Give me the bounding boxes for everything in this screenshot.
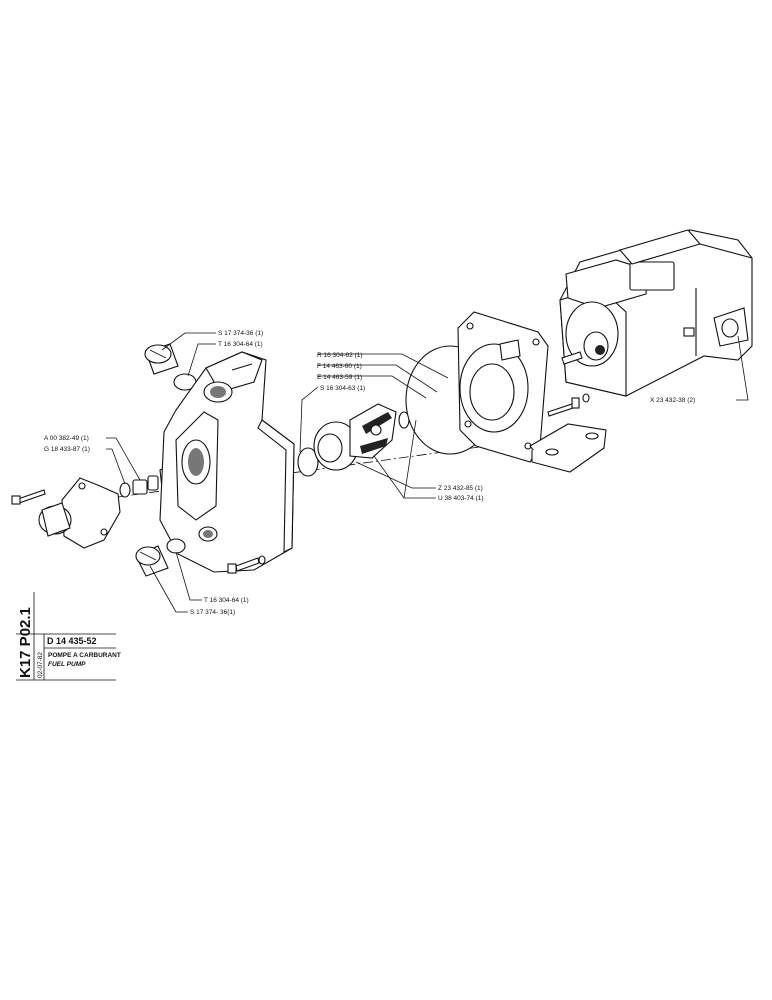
- callout-t-top: T 16 304-64 (1): [218, 341, 263, 348]
- bracket-housing-drawing: [457, 311, 607, 473]
- callout-t-bot: T 16 304-64 (1): [204, 597, 249, 604]
- o-ring-drawing: [297, 447, 319, 477]
- callout-e: E 14 463-59 (1): [317, 374, 362, 381]
- title-french: POMPE A CARBURANT: [48, 652, 121, 659]
- drawing-number: D 14 435-52: [47, 636, 97, 646]
- pump-body-drawing: [159, 351, 295, 573]
- callout-z: Z 23 432-85 (1): [438, 485, 483, 492]
- top-plug-drawing: [144, 343, 197, 391]
- sheet-code: K17 P02.1: [17, 607, 34, 678]
- callout-a: A 00 382-49 (1): [44, 435, 89, 442]
- title-block: K17 P02.1 02-07-82 D 14 435-52 POMPE A C…: [16, 592, 121, 681]
- title-english: FUEL PUMP: [48, 661, 86, 668]
- callout-s-mid: S 16 304-63 (1): [320, 385, 365, 392]
- callout-f: F 14 463-60 (1): [317, 363, 362, 370]
- inlet-flange-drawing: [11, 477, 121, 549]
- callout-g: G 18 433-87 (1): [44, 446, 90, 453]
- callout-r: R 16 304-62 (1): [317, 352, 363, 359]
- impeller-drawing: [313, 403, 397, 471]
- callout-s-top: S 17 374-36 (1): [218, 330, 263, 337]
- motor-bolt-drawing: [547, 393, 590, 417]
- callout-x: X 23 432-38 (2): [650, 397, 695, 404]
- callout-s-bot: S 17 374- 36(1): [190, 609, 235, 616]
- sheet-date: 02-07-82: [37, 652, 44, 678]
- leader-lines: [106, 332, 749, 613]
- motor-drawing: [559, 229, 753, 397]
- bottom-plug-drawing: [135, 538, 266, 577]
- callout-u: U 38 403-74 (1): [438, 495, 484, 502]
